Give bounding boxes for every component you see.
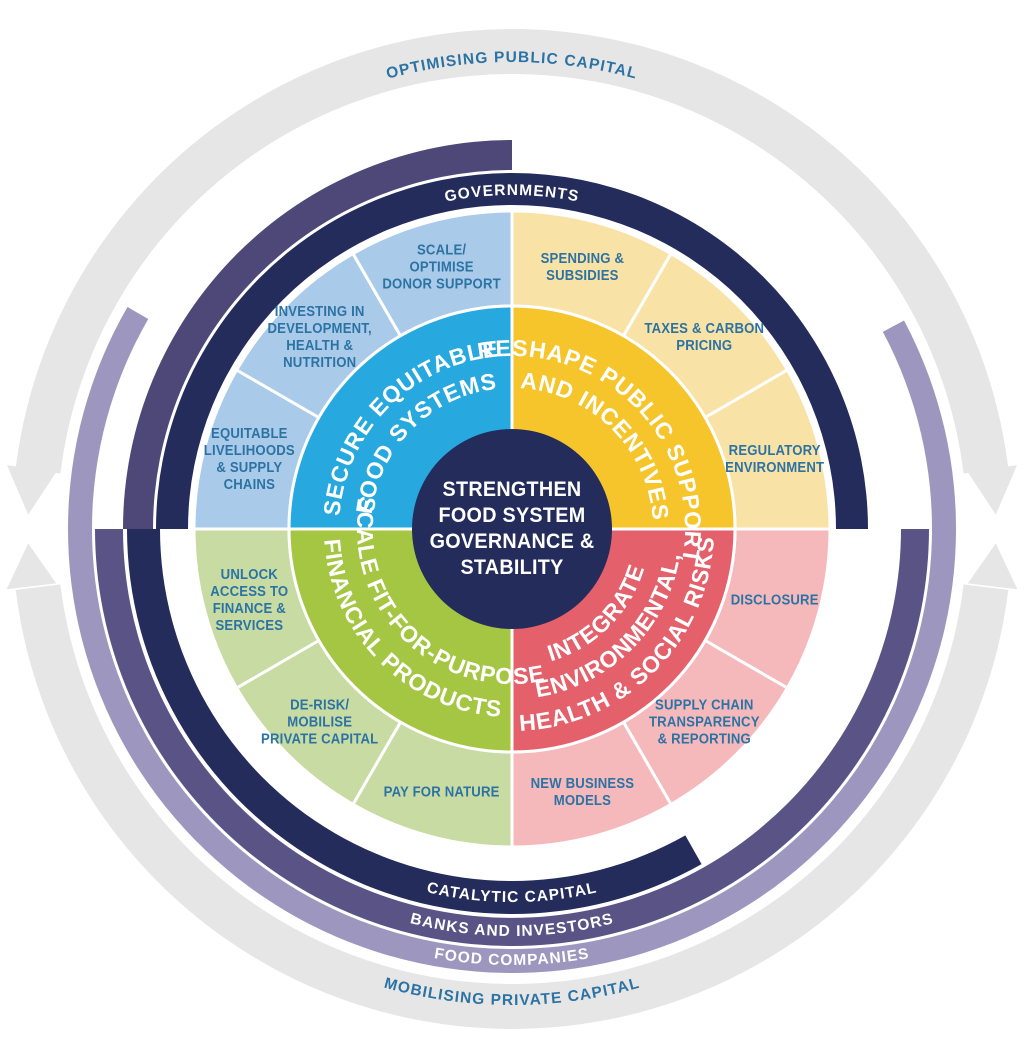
wedge-label-line: MODELS (554, 793, 611, 809)
wedge-label-pay-for-nature: PAY FOR NATURE (384, 784, 500, 800)
wedge-label-line: SERVICES (215, 617, 283, 633)
wedge-label-line: TRANSPARENCY (649, 714, 760, 730)
wedge-label-line: INVESTING IN (275, 304, 365, 320)
wedge-label-line: DEVELOPMENT, (268, 321, 372, 337)
wedge-label-line: ENVIRONMENT (725, 460, 824, 476)
food-companies-label-text: FOOD COMPANIES (433, 945, 590, 969)
wedge-label-line: SPENDING & (541, 250, 625, 266)
wedge-label-line: DONOR SUPPORT (382, 276, 501, 292)
arrowhead-right-down-icon (967, 465, 1017, 515)
mobilising-private-capital-arc (15, 584, 1009, 1029)
governments-label-text: GOVERNMENTS (443, 182, 579, 206)
wedge-label-line: PAY FOR NATURE (384, 784, 500, 800)
wedge-label-line: DISCLOSURE (731, 592, 819, 608)
wedge-label-line: & SUPPLY (216, 460, 282, 476)
arrowhead-right-up-icon (967, 543, 1018, 590)
wedge-label-line: MOBILISE (287, 714, 352, 730)
wedge-label-line: REGULATORY (729, 443, 821, 459)
catalytic-capital-arc (127, 529, 702, 915)
arrowhead-left-up-icon (6, 543, 57, 590)
wedge-label-line: DE-RISK/ (290, 697, 349, 713)
banks-and-investors-upper-left-arc (123, 140, 512, 529)
wedge-label-line: EQUITABLE (211, 426, 288, 442)
wedge-label-line: UNLOCK (221, 566, 278, 582)
food-companies-label: FOOD COMPANIES (433, 945, 591, 969)
wedge-label-line: OPTIMISE (409, 259, 473, 275)
wedge-label-line: LIVELIHOODS (204, 443, 295, 459)
wedge-label-line: SCALE/ (417, 242, 466, 258)
wedge-label-line: NEW BUSINESS (531, 776, 635, 792)
arrowhead-left-down-icon (7, 465, 57, 515)
wedge-label-line: NUTRITION (283, 355, 356, 371)
governments-label: GOVERNMENTS (443, 182, 581, 206)
wedge-label-line: CHAINS (224, 477, 275, 493)
wedge-label-line: & REPORTING (658, 731, 751, 747)
wedge-label-line: PRICING (676, 338, 732, 354)
wedge-label-line: FINANCE & (213, 600, 286, 616)
wedge-label-spending-subsidies: SPENDING &SUBSIDIES (541, 250, 625, 283)
center-goal-line: STRENGTHEN (443, 477, 582, 501)
wedge-label-line: SUBSIDIES (546, 267, 618, 283)
center-goal-line: STABILITY (460, 555, 563, 579)
center-circle (412, 429, 612, 629)
wedge-label-line: HEALTH & (286, 338, 353, 354)
wedge-label-line: SUPPLY CHAIN (655, 697, 754, 713)
wedge-label-line: ACCESS TO (210, 583, 288, 599)
optimising-public-capital-arc (15, 29, 1009, 474)
center-goal-line: GOVERNANCE & (430, 529, 595, 553)
wedge-label-disclosure: DISCLOSURE (731, 592, 819, 608)
center-goal-line: FOOD SYSTEM (439, 503, 586, 527)
wedge-label-line: TAXES & CARBON (644, 321, 764, 337)
wedge-label-line: PRIVATE CAPITAL (261, 731, 378, 747)
